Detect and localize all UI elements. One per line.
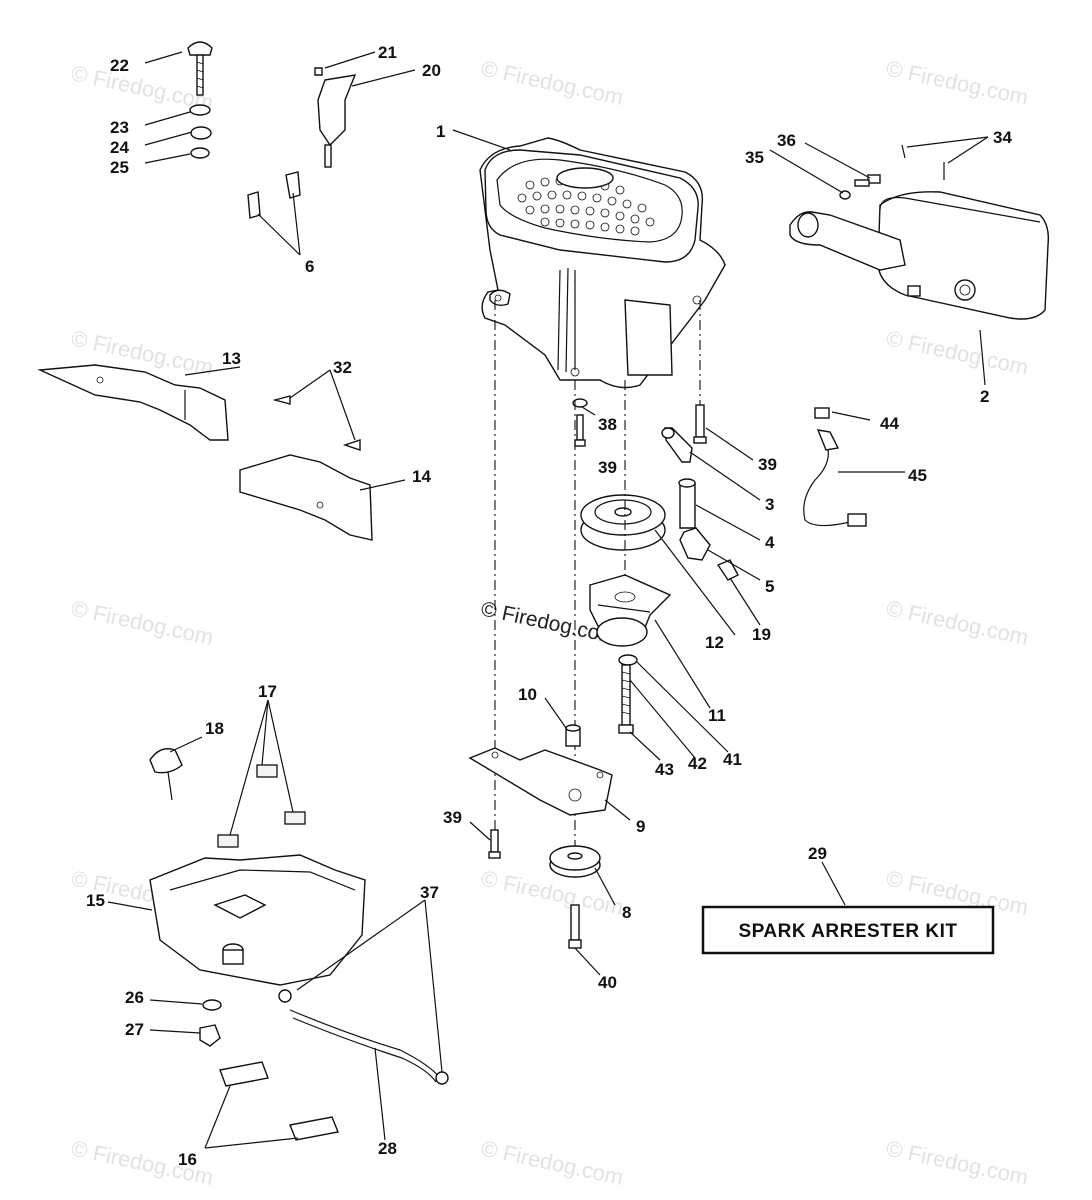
spacer-part-10 [565,724,581,747]
callout-17: 17 [258,682,277,701]
callout-14: 14 [412,467,431,486]
callout-21: 21 [378,43,397,62]
callout-37: 37 [420,883,439,902]
watermark: © Firedog.com [479,865,626,920]
callout-43: 43 [655,760,674,779]
callout-39: 39 [758,455,777,474]
callout-29: 29 [808,844,827,863]
callout-42: 42 [688,754,707,773]
callout-34: 34 [993,128,1012,147]
callout-1: 1 [436,122,445,141]
leader-lines [107,51,989,1149]
callout-19: 19 [752,625,771,644]
watermark: © Firedog.com [884,1135,1031,1190]
watermark: © Firedog.com [69,595,216,650]
throttle-parts-20-25 [187,41,357,168]
shields-parts-13-14 [37,364,373,541]
wire-parts-44-45 [803,407,867,527]
pulley-part-8 [549,845,601,878]
callout-20: 20 [422,61,441,80]
kit-box [701,905,995,955]
callout-35: 35 [745,148,764,167]
callout-24: 24 [110,138,129,157]
callout-28: 28 [378,1139,397,1158]
fuel-line-parts-26-27-28 [199,989,449,1085]
callout-22: 22 [110,56,129,75]
callout-16: 16 [178,1150,197,1169]
fuel-tank-part-15 [149,854,366,986]
callout-45: 45 [908,466,927,485]
callout-12: 12 [705,633,724,652]
pads-parts-16-17-18 [149,748,339,1141]
callout-numbers: 22 23 24 25 21 20 6 1 13 32 14 36 35 34 … [86,43,1012,1169]
watermark: © Firedog.com [479,55,626,110]
callout-44: 44 [880,414,899,433]
callout-2: 2 [980,387,989,406]
callout-39: 39 [443,808,462,827]
callout-39: 39 [598,458,617,477]
clutch-part-11 [589,574,672,647]
fittings-parts-3-4-5-19 [661,427,739,581]
muffler-part-2 [789,191,1050,320]
callout-23: 23 [110,118,129,137]
callout-5: 5 [765,577,774,596]
callout-32: 32 [333,358,352,377]
callout-15: 15 [86,891,105,910]
bolts-40-39-lower [488,829,582,949]
clips-part-6 [247,171,301,219]
callout-41: 41 [723,750,742,769]
callout-13: 13 [222,349,241,368]
callout-26: 26 [125,988,144,1007]
watermark: © Firedog.com [884,595,1031,650]
callout-25: 25 [110,158,129,177]
callout-36: 36 [777,131,796,150]
bolt-parts-41-42-43 [618,654,638,734]
callout-18: 18 [205,719,224,738]
callout-4: 4 [765,533,775,552]
callout-27: 27 [125,1020,144,1039]
callout-3: 3 [765,495,774,514]
callout-8: 8 [622,903,631,922]
callout-10: 10 [518,685,537,704]
callout-40: 40 [598,973,617,992]
bolts-34-35-36 [839,144,945,200]
spark-arrester-kit: SPARK ARRESTER KIT [701,905,995,955]
callout-38: 38 [598,415,617,434]
bolts-38-39 [572,398,707,447]
engine-part-1 [479,137,726,389]
callout-9: 9 [636,817,645,836]
watermark: © Firedog.com [479,1135,626,1190]
callout-11: 11 [708,706,726,725]
callout-6: 6 [305,257,314,276]
kit-label: SPARK ARRESTER KIT [738,921,957,942]
pulley-part-12 [580,494,666,551]
watermark: © Firedog.com [884,325,1031,380]
bracket-part-9 [468,747,613,816]
watermark: © Firedog.com [884,55,1031,110]
